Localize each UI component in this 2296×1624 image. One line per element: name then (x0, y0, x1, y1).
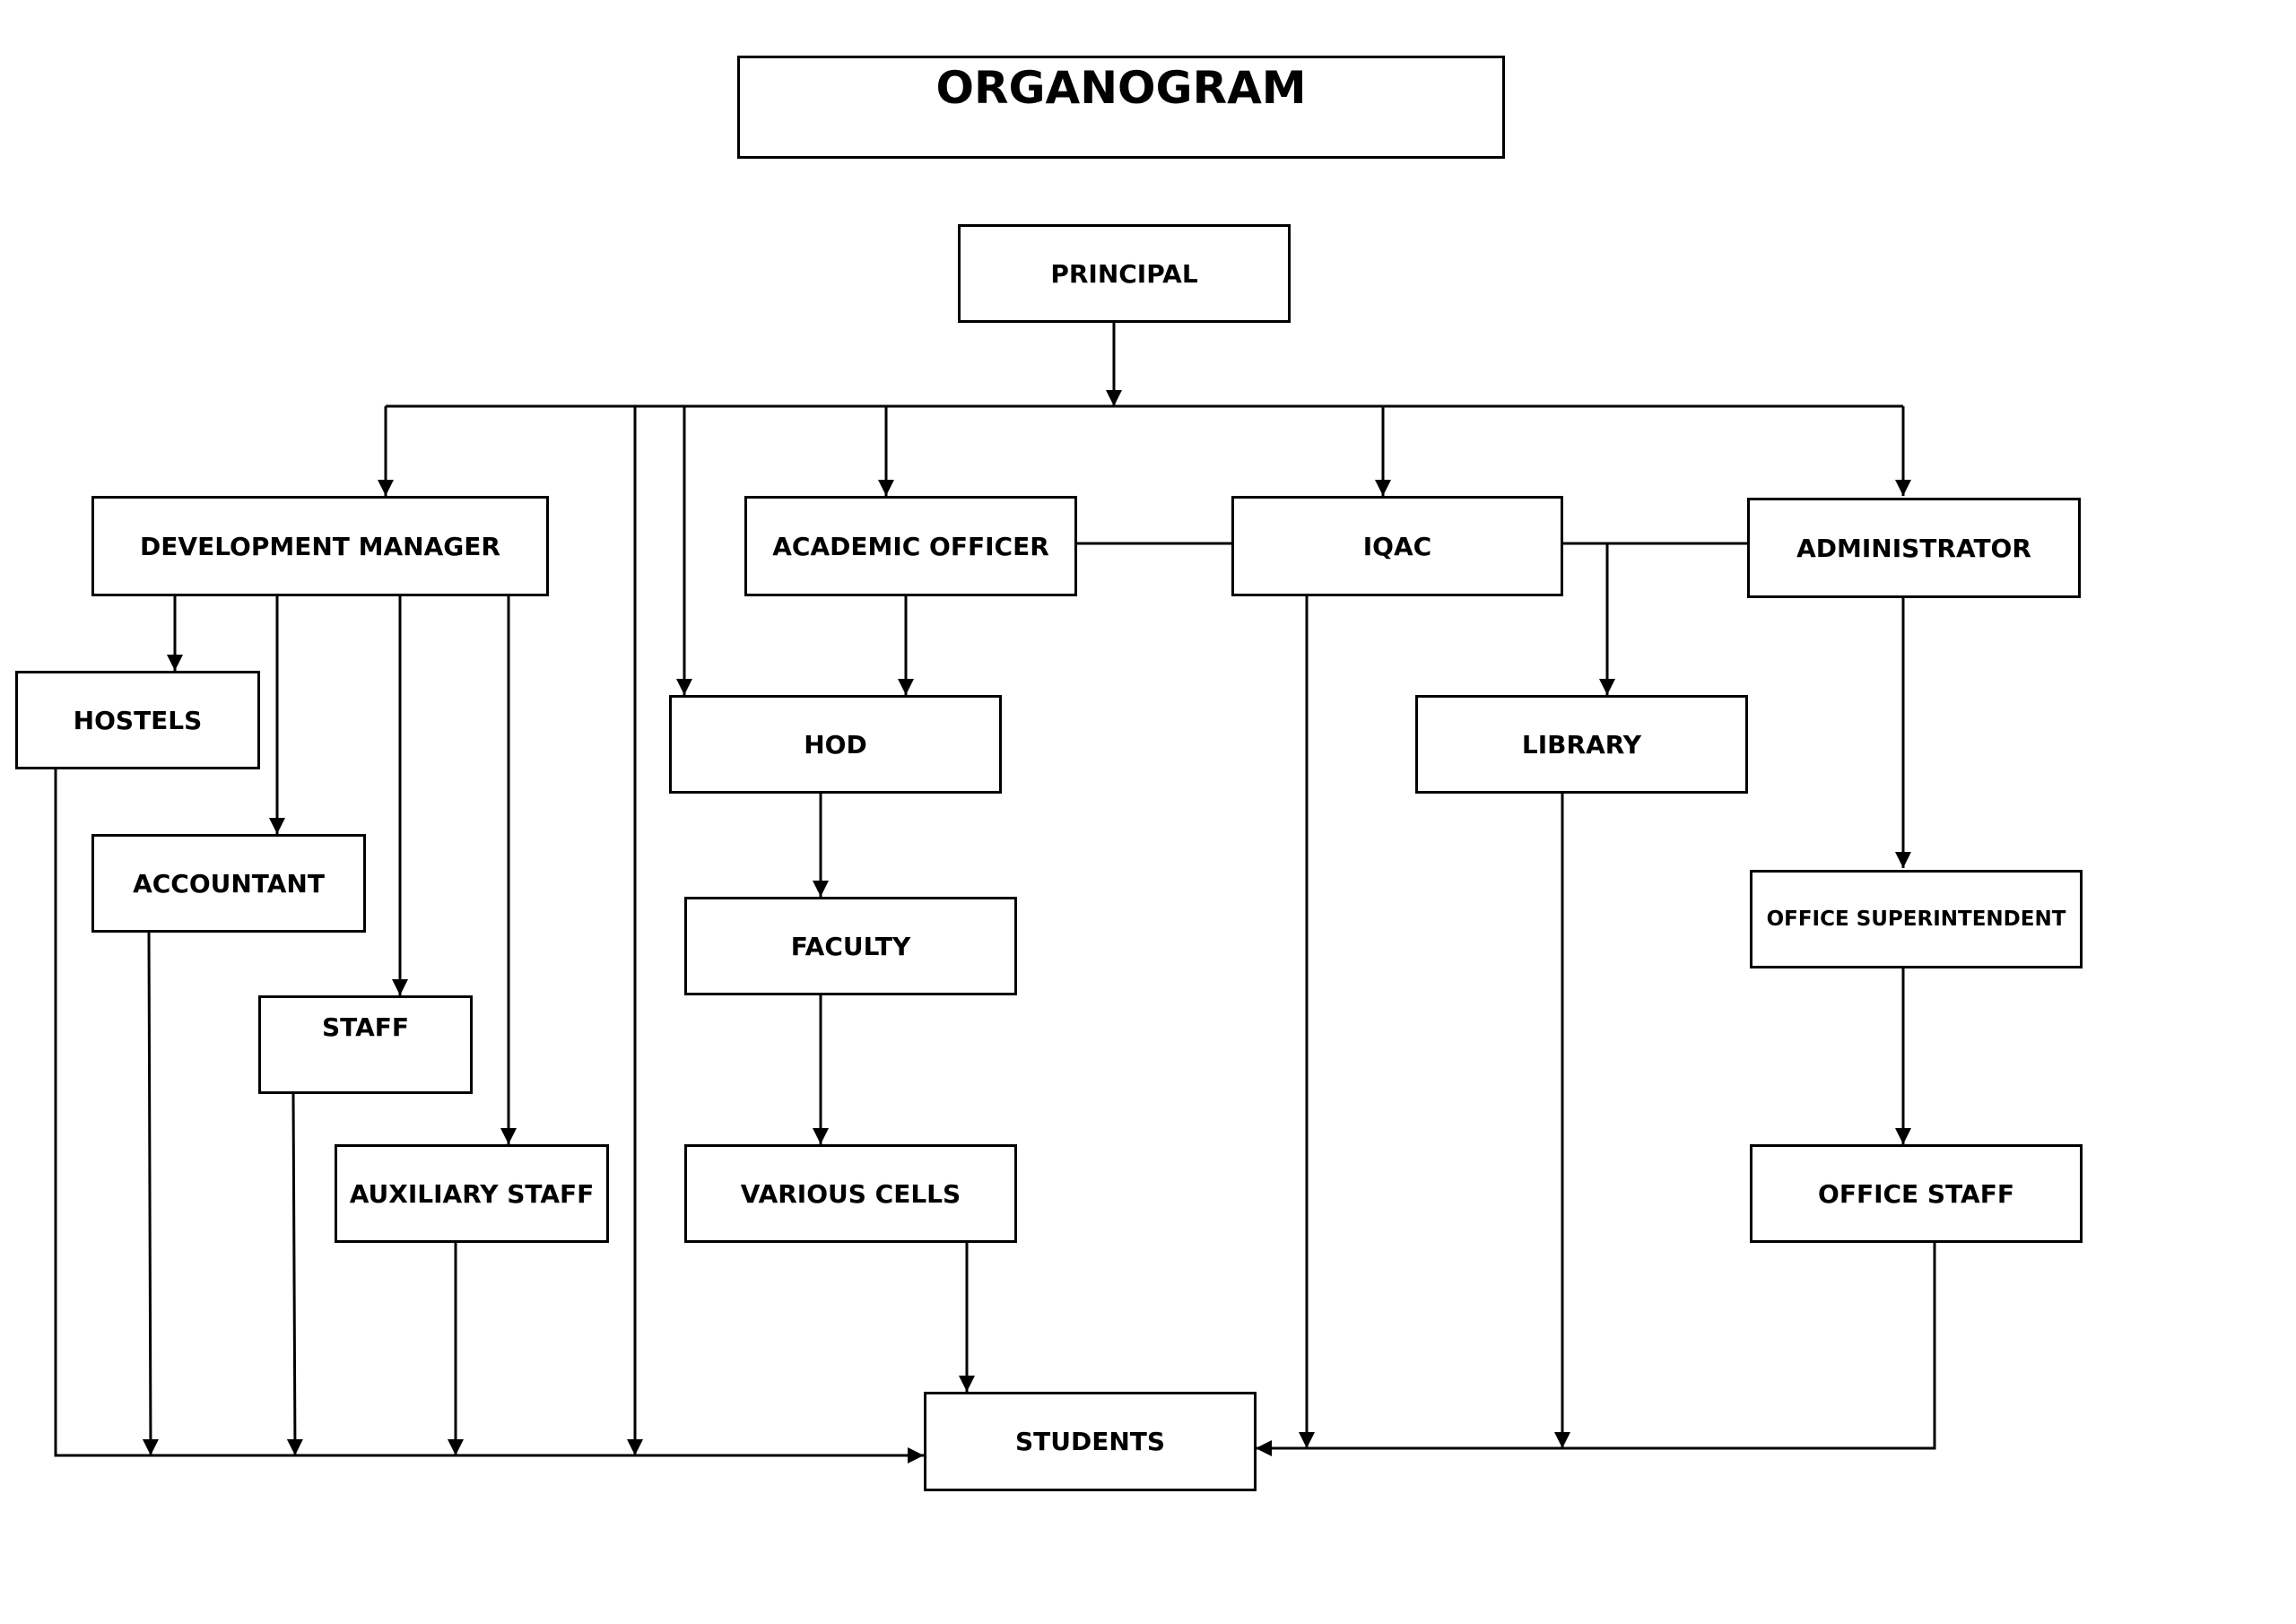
node-office-staff: OFFICE STAFF (1750, 1144, 2083, 1243)
node-academic-officer: ACADEMIC OFFICER (744, 496, 1077, 596)
node-office-superintendent: OFFICE SUPERINTENDENT (1750, 870, 2083, 968)
node-administrator: ADMINISTRATOR (1747, 498, 2081, 598)
edge-accountant-students (142, 932, 159, 1456)
node-hod: HOD (669, 695, 1002, 794)
node-staff: STAFF (258, 995, 473, 1094)
node-library: LIBRARY (1415, 695, 1748, 794)
node-auxiliary-staff: AUXILIARY STAFF (335, 1144, 609, 1243)
node-accountant: ACCOUNTANT (91, 834, 366, 933)
diagram-title: ORGANOGRAM (737, 56, 1505, 159)
edge-office-staff-students (1256, 1243, 1936, 1456)
node-faculty: FACULTY (684, 897, 1017, 995)
node-iqac: IQAC (1231, 496, 1563, 596)
node-principal: PRINCIPAL (958, 224, 1291, 323)
edge-hostels-students (54, 769, 924, 1463)
edge-staff-students (286, 1093, 303, 1456)
node-hostels: HOSTELS (15, 671, 260, 769)
node-development-manager: DEVELOPMENT MANAGER (91, 496, 549, 596)
node-various-cells: VARIOUS CELLS (684, 1144, 1017, 1243)
node-students: STUDENTS (924, 1392, 1257, 1491)
